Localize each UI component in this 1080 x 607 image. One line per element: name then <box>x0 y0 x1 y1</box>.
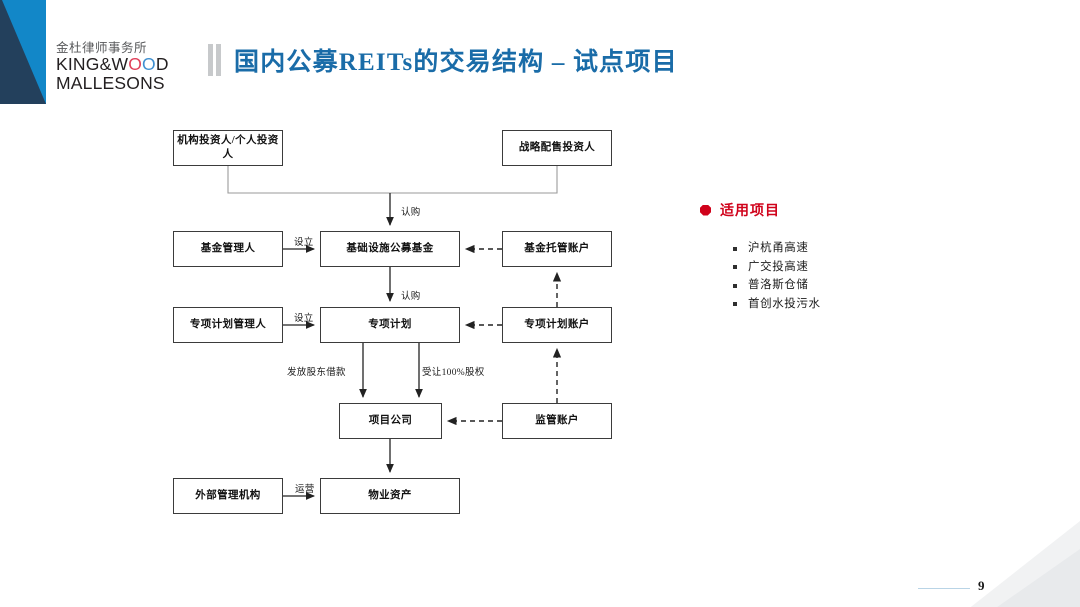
edge-label-shareholder_loan: 发放股东借款 <box>287 368 346 378</box>
square-bullet-icon <box>733 265 737 270</box>
project-list-item: 普洛斯仓储 <box>733 279 821 292</box>
footer-rule <box>918 588 970 589</box>
diagram-node-label: 基础设施公募基金 <box>346 242 434 254</box>
diagram-node-label: 战略配售投资人 <box>518 141 596 153</box>
project-list-item-label: 沪杭甬高速 <box>748 242 809 254</box>
slide-header: 国内公募REITs的交易结构 – 试点项目 <box>208 40 678 80</box>
square-bullet-icon <box>733 283 737 288</box>
edge-label-establish_plan: 设立 <box>294 314 314 324</box>
edge-label-subscribe_plan: 认购 <box>401 292 421 302</box>
project-list-item-label: 普洛斯仓储 <box>748 279 809 291</box>
diagram-node-fund_custody_account: 基金托管账户 <box>502 231 612 267</box>
square-bullet-icon <box>733 246 737 251</box>
kwm-logo-o-blue: O <box>142 53 156 74</box>
diagram-node-label: 外部管理机构 <box>195 489 261 501</box>
diagram-node-property_assets: 物业资产 <box>320 478 460 514</box>
kwm-logo-line1: KING&WOOD <box>56 53 176 75</box>
diagram-node-label: 物业资产 <box>368 489 412 501</box>
diagram-node-label: 监管账户 <box>535 414 579 426</box>
diagram-node-public_reit_fund: 基础设施公募基金 <box>320 231 460 267</box>
diagram-node-institutional_investors: 机构投资人/个人投资人 <box>173 130 283 166</box>
diagram-node-abs_plan_account: 专项计划账户 <box>502 307 612 343</box>
diagram-node-label: 专项计划 <box>368 318 412 330</box>
kwm-logo-d: D <box>155 53 169 74</box>
diagram-node-supervision_account: 监管账户 <box>502 403 612 439</box>
project-list-item: 首创水投污水 <box>733 297 821 311</box>
kwm-logo-o-red: O <box>128 53 142 74</box>
applicable-projects-heading: 适用项目 <box>700 200 780 220</box>
edge-label-operation: 运营 <box>295 485 315 495</box>
diagram-node-abs_plan: 专项计划 <box>320 307 460 343</box>
diagram-node-label: 项目公司 <box>368 414 413 426</box>
project-list-item-label: 首创水投污水 <box>748 297 821 310</box>
diagram-node-strategic_investors: 战略配售投资人 <box>502 130 612 166</box>
project-list-item-label: 广交投高速 <box>748 260 809 273</box>
diagram-node-label: 基金管理人 <box>200 242 256 254</box>
edge-label-subscribe_fund: 认购 <box>401 208 421 218</box>
diagram-node-label: 专项计划账户 <box>524 318 590 330</box>
diagram-node-fund_manager: 基金管理人 <box>173 231 283 267</box>
diagram-node-external_manager: 外部管理机构 <box>173 478 283 514</box>
title-accent-bars <box>208 44 221 76</box>
diagram-node-abs_plan_manager: 专项计划管理人 <box>173 307 283 343</box>
page-number: 9 <box>978 578 985 593</box>
brand-corner-mark <box>0 0 46 104</box>
kwm-logo: 金杜律师事务所 KING&WOOD MALLESONS <box>56 41 176 94</box>
square-bullet-icon <box>733 302 737 307</box>
bullet-dot-icon <box>700 204 711 216</box>
diagram-node-label: 专项计划管理人 <box>189 318 267 330</box>
kwm-logo-kingw: KING&W <box>56 53 129 74</box>
page-title: 国内公募REITs的交易结构 – 试点项目 <box>234 49 678 76</box>
edge-label-equity_transfer: 受让100%股权 <box>422 368 485 378</box>
diagram-node-project_company: 项目公司 <box>339 403 442 439</box>
edge-label-establish_fund: 设立 <box>294 238 314 248</box>
project-list-item: 沪杭甬高速 <box>733 242 821 255</box>
kwm-logo-line2: MALLESONS <box>56 73 165 94</box>
footer-corner-decoration <box>940 521 1080 607</box>
diagram-node-label: 机构投资人/个人投资人 <box>177 134 279 160</box>
project-list-item: 广交投高速 <box>733 260 821 274</box>
applicable-projects-list: 沪杭甬高速广交投高速普洛斯仓储首创水投污水 <box>733 242 821 317</box>
diagram-node-label: 基金托管账户 <box>524 242 590 254</box>
kwm-logo-chinese: 金杜律师事务所 <box>56 40 148 55</box>
panel-title-text: 适用项目 <box>720 204 780 219</box>
